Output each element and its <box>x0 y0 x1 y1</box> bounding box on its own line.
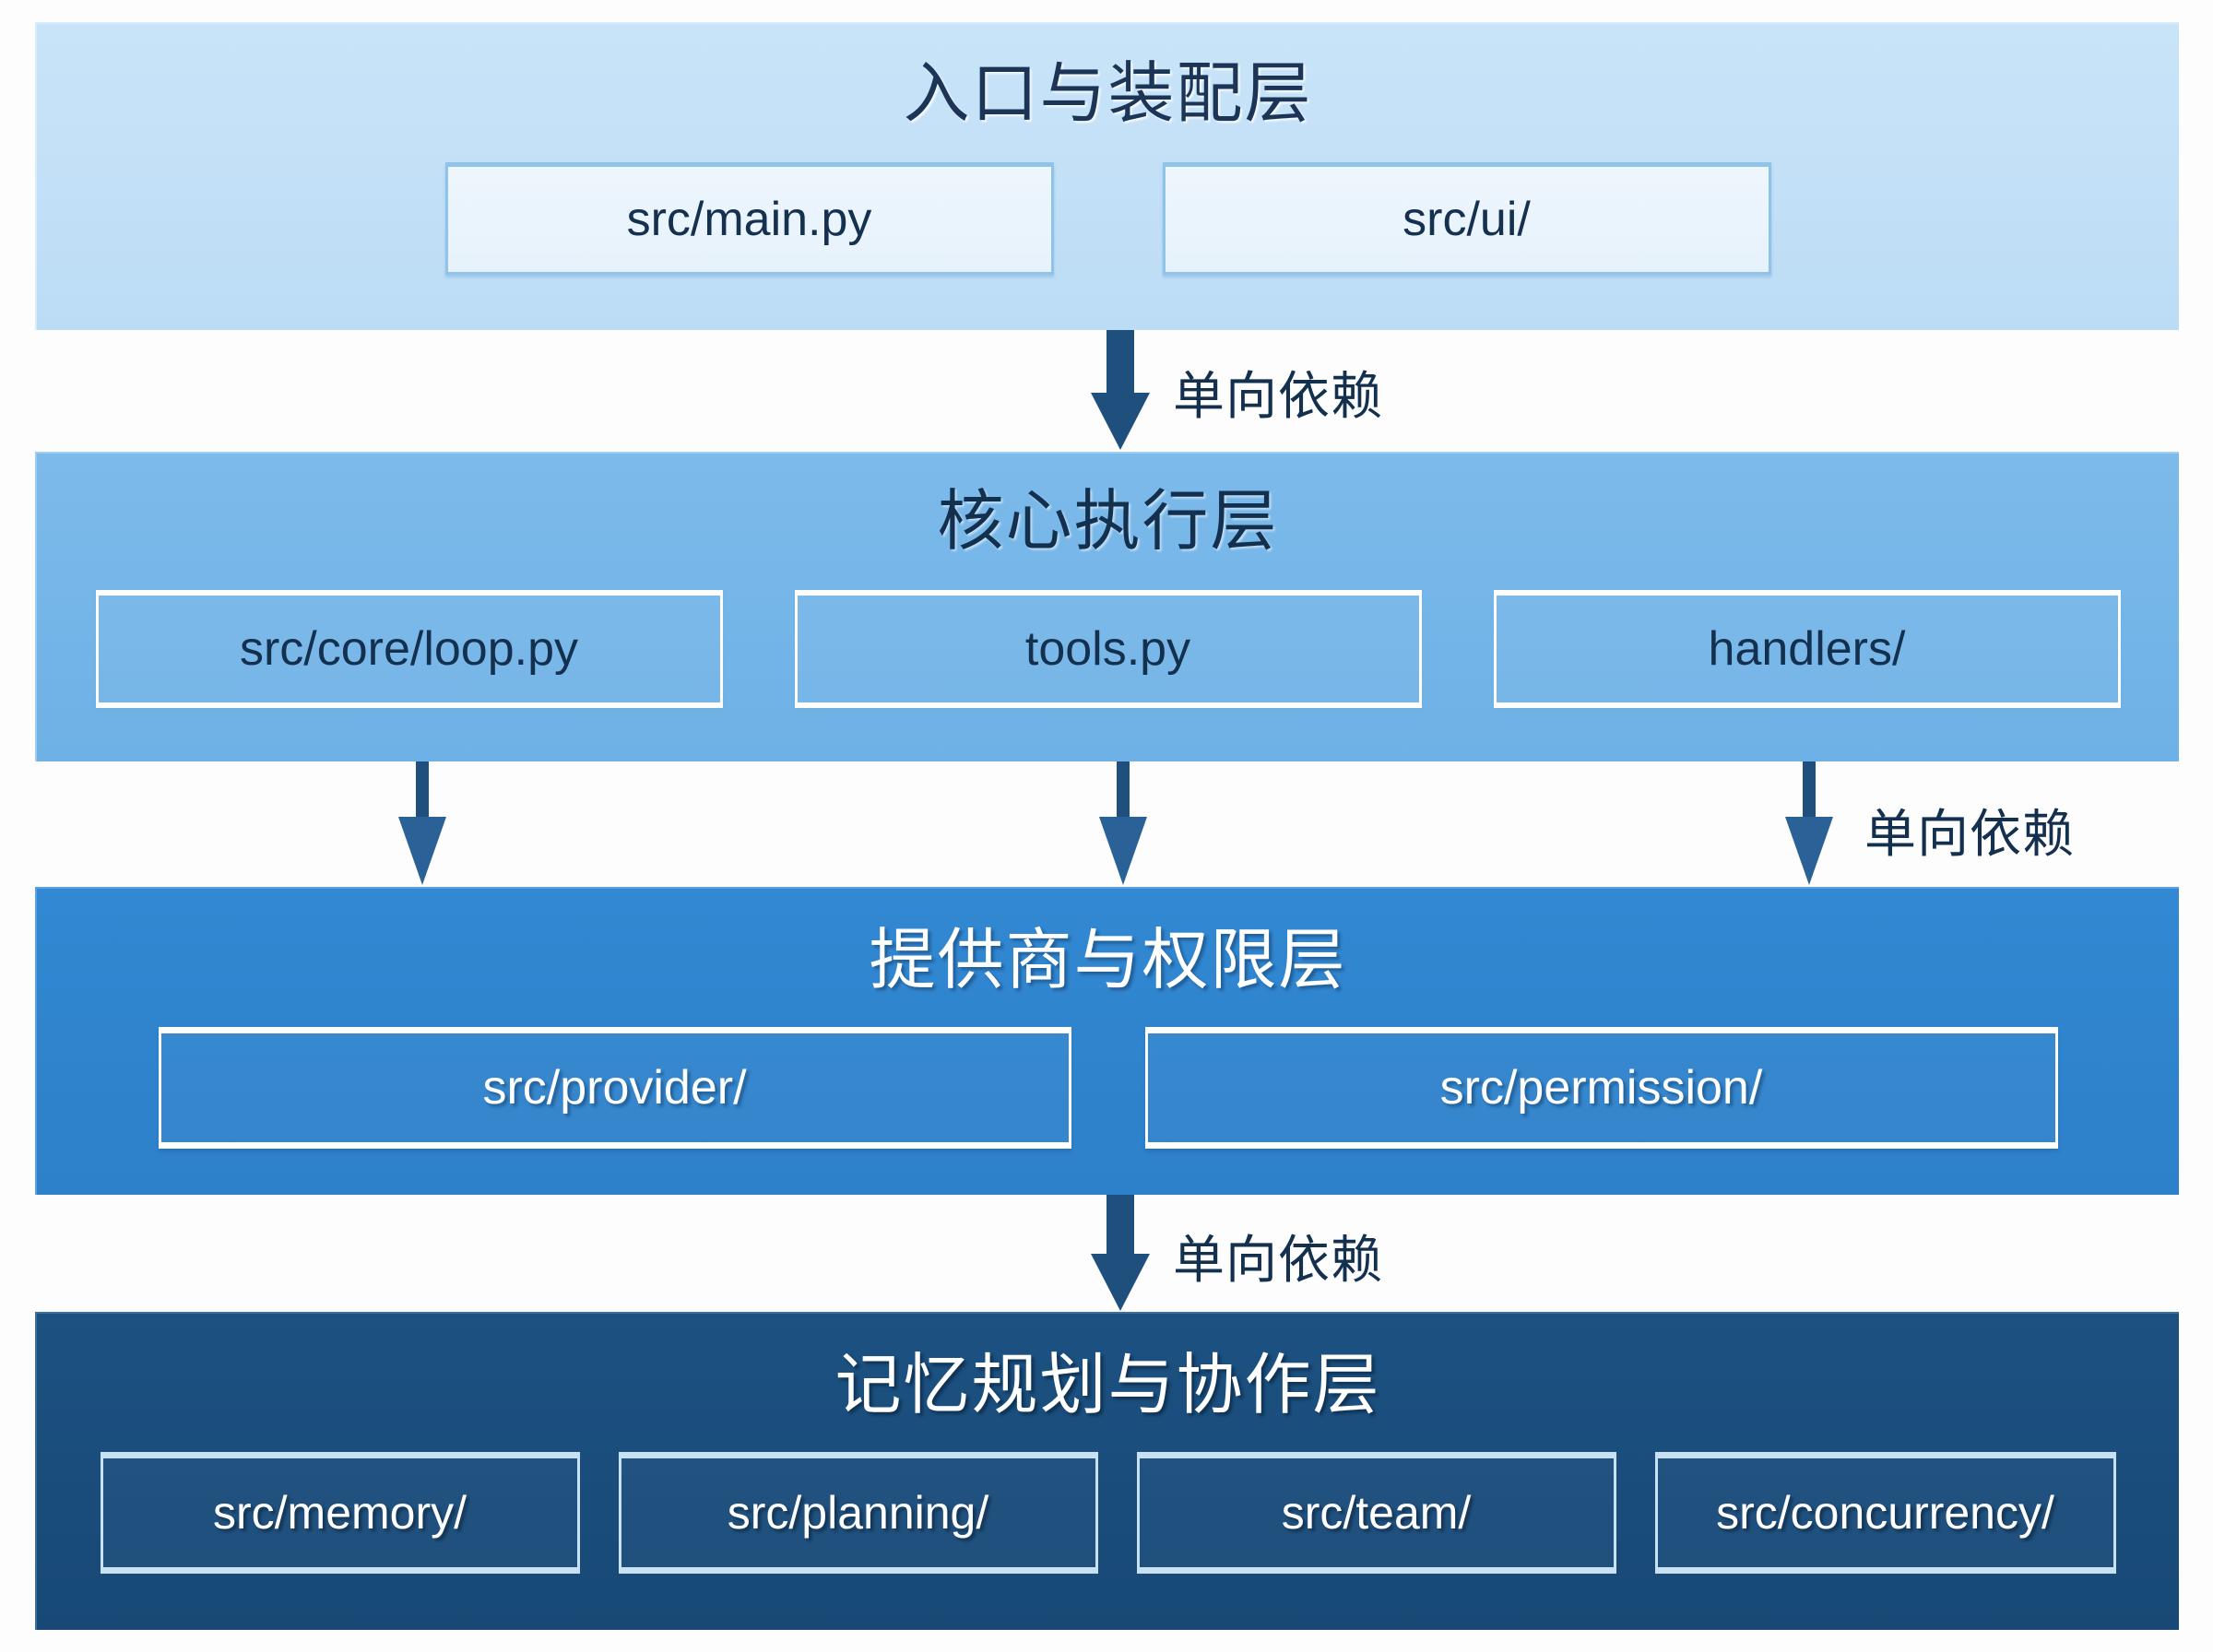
arrow-head-icon <box>1099 817 1147 885</box>
node-src-team[interactable]: src/team/ <box>1136 1452 1616 1574</box>
node-src-memory[interactable]: src/memory/ <box>100 1452 580 1574</box>
arrow-head-icon <box>1091 393 1150 450</box>
node-src-main-py[interactable]: src/main.py <box>444 162 1054 275</box>
node-src-permission[interactable]: src/permission/ <box>1144 1027 2058 1149</box>
layer-title-provider-permission: 提供商与权限层 <box>869 924 1347 997</box>
layer-core-execution: 核心执行层 src/core/loop.py tools.py handlers… <box>35 452 2179 761</box>
node-row-memory-planning-collaboration: src/memory/ src/planning/ src/team/ src/… <box>37 1452 2179 1574</box>
arrow-shaft <box>1106 330 1134 395</box>
arrow-head-icon <box>1091 1254 1150 1311</box>
dependency-label-core-to-provider: 单向依赖 <box>1864 805 2075 863</box>
arrow-head-icon <box>398 817 446 885</box>
node-row-entry-assembly: src/main.py src/ui/ <box>37 162 2179 275</box>
arrow-head-icon <box>1785 817 1833 885</box>
layer-provider-permission: 提供商与权限层 src/provider/ src/permission/ <box>35 887 2179 1195</box>
dependency-label-provider-to-memory: 单向依赖 <box>1173 1231 1383 1289</box>
node-src-concurrency[interactable]: src/concurrency/ <box>1654 1452 2116 1574</box>
arrow-shaft <box>416 761 429 819</box>
node-handlers[interactable]: handlers/ <box>1493 590 2121 708</box>
node-src-ui[interactable]: src/ui/ <box>1162 162 1771 275</box>
node-src-planning[interactable]: src/planning/ <box>618 1452 1098 1574</box>
layer-title-core-execution: 核心执行层 <box>937 485 1279 559</box>
layer-title-memory-planning-collaboration: 记忆规划与协作层 <box>834 1349 1381 1422</box>
layer-entry-assembly: 入口与装配层 src/main.py src/ui/ <box>35 22 2179 330</box>
node-src-provider[interactable]: src/provider/ <box>158 1027 1071 1149</box>
layer-memory-planning-collaboration: 记忆规划与协作层 src/memory/ src/planning/ src/t… <box>35 1312 2179 1630</box>
arrow-shaft <box>1106 1195 1134 1256</box>
layer-title-entry-assembly: 入口与装配层 <box>903 57 1313 131</box>
node-row-provider-permission: src/provider/ src/permission/ <box>37 1027 2179 1149</box>
node-src-core-loop-py[interactable]: src/core/loop.py <box>95 590 723 708</box>
arrow-shaft <box>1117 761 1130 819</box>
arrow-shaft <box>1803 761 1816 819</box>
dependency-label-entry-to-core: 单向依赖 <box>1173 367 1383 425</box>
node-row-core-execution: src/core/loop.py tools.py handlers/ <box>37 590 2179 708</box>
node-tools-py[interactable]: tools.py <box>794 590 1422 708</box>
